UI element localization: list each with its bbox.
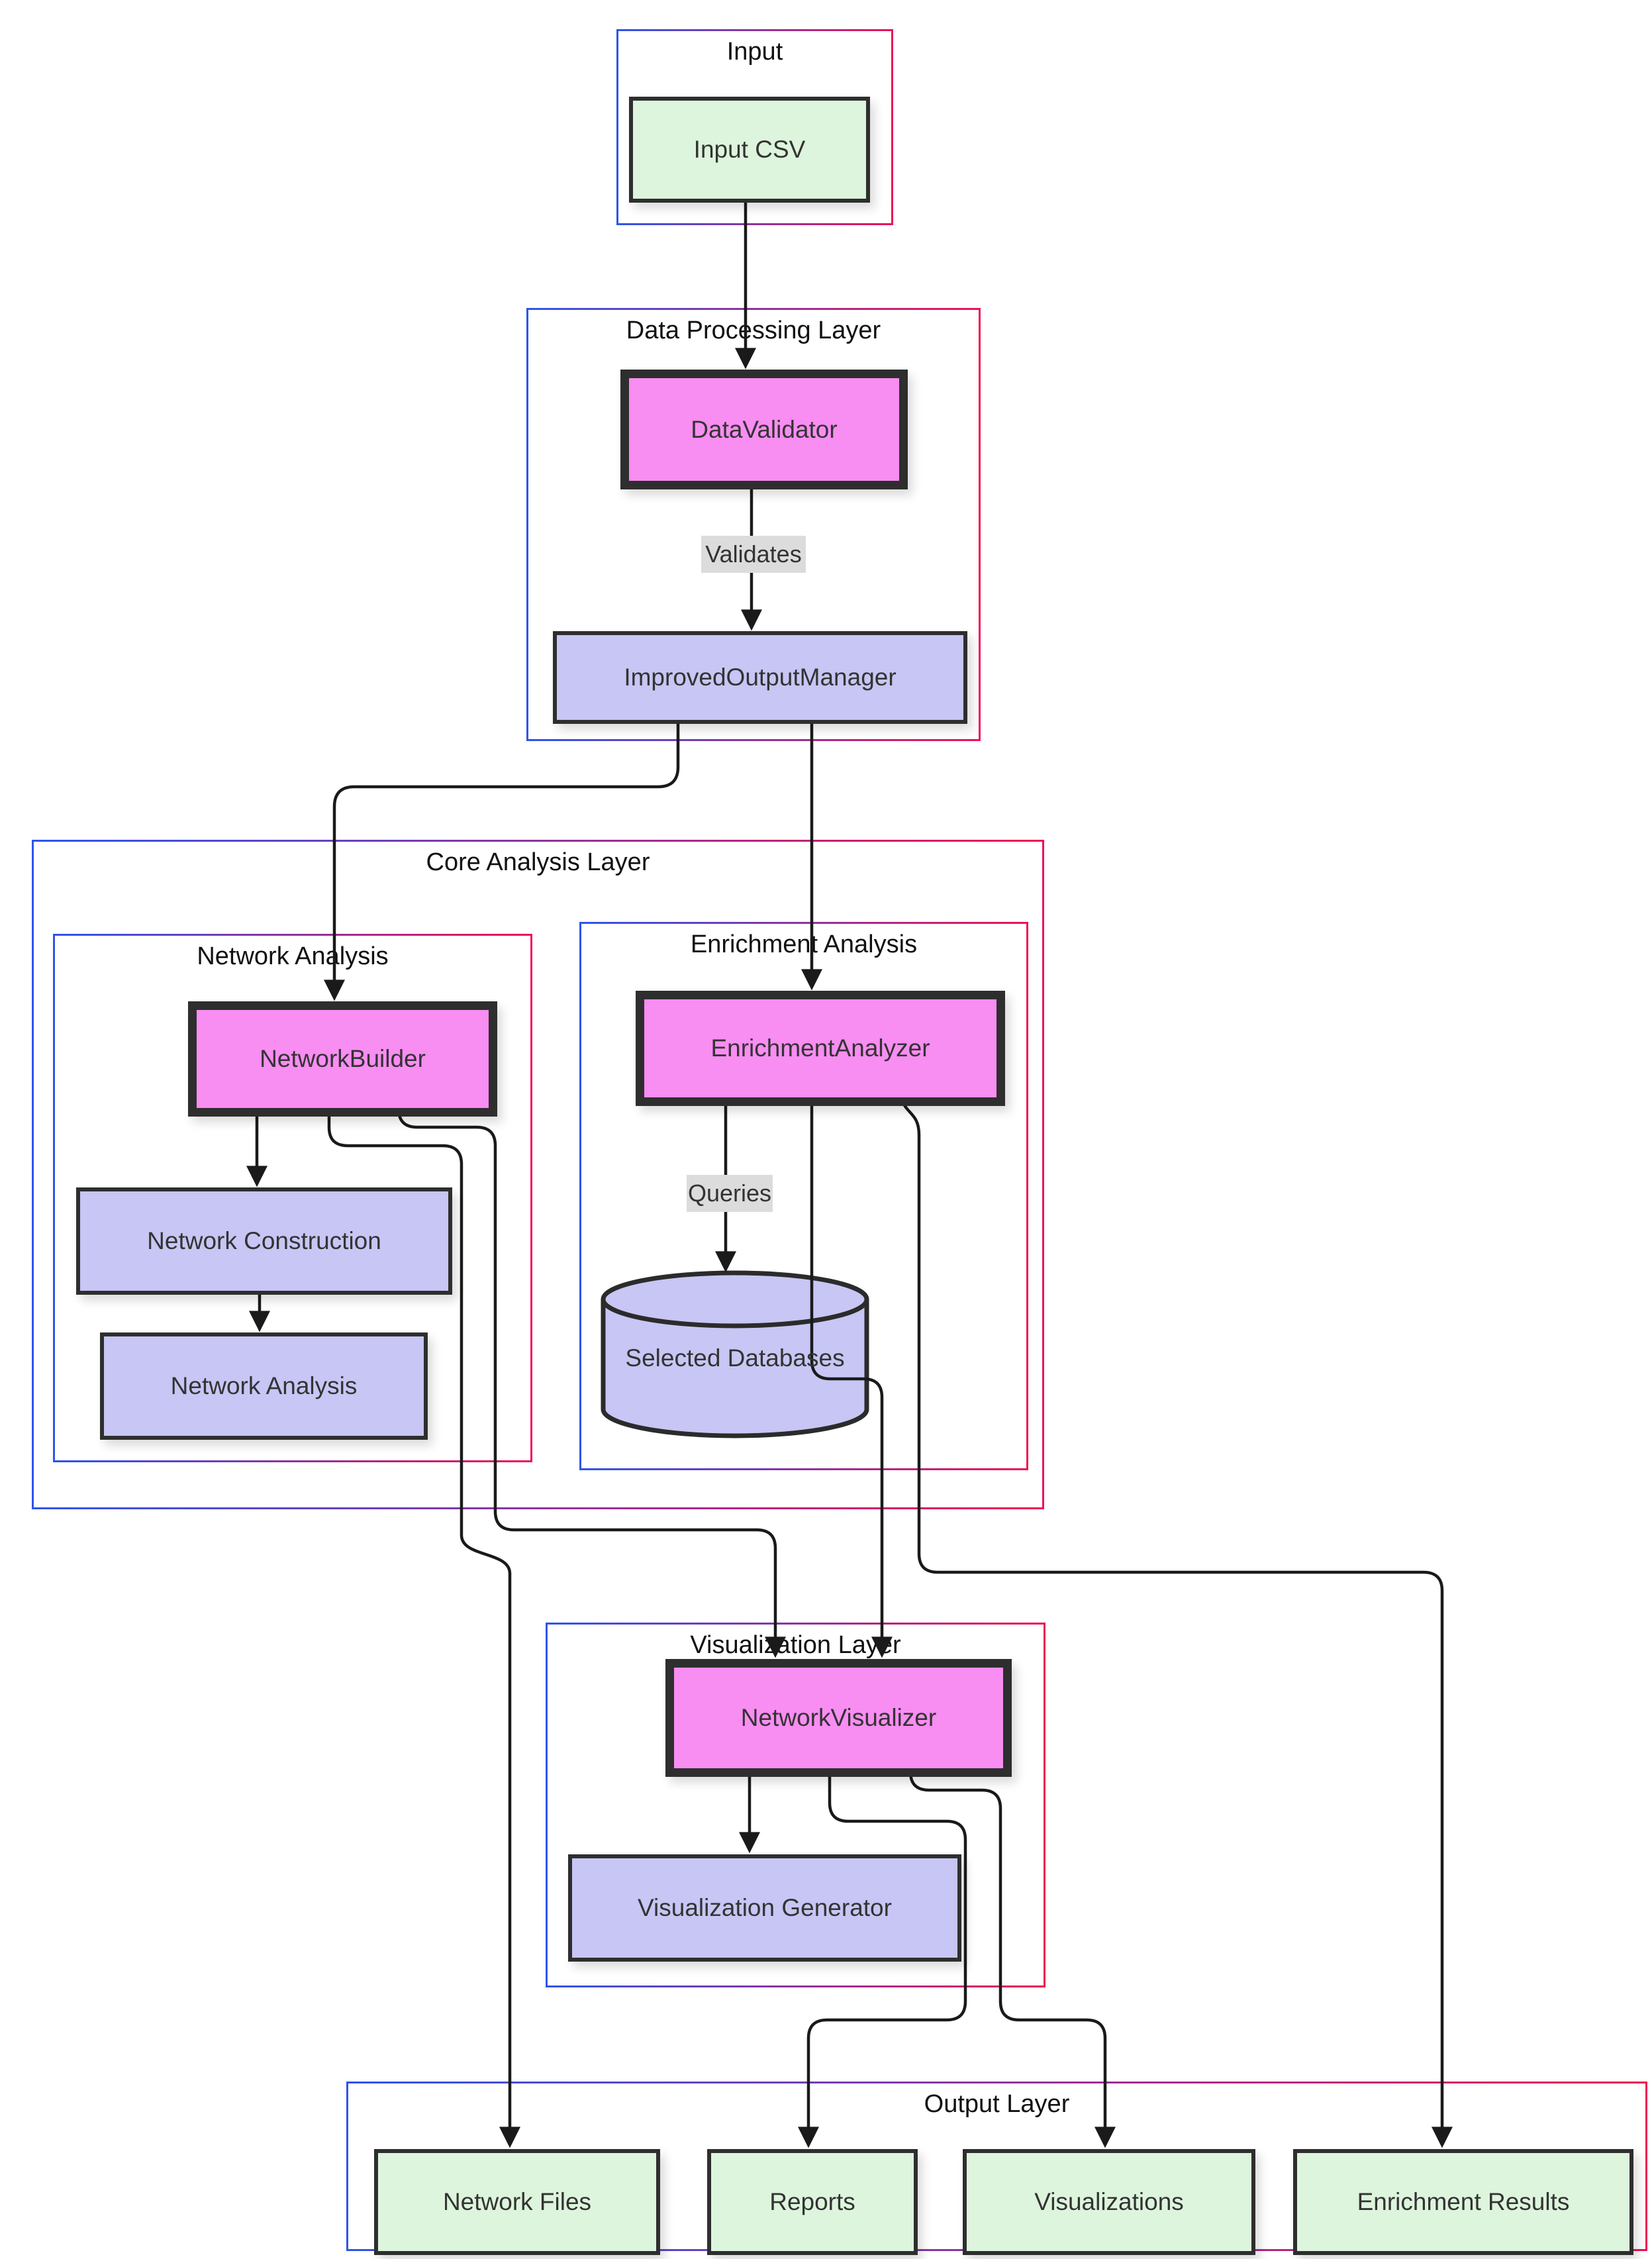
cluster-network-analysis-title: Network Analysis [197,942,389,970]
cluster-output-layer-title: Output Layer [924,2090,1070,2118]
cluster-data-processing-layer-title: Data Processing Layer [626,317,881,344]
node-input-csv: Input CSV [629,97,870,203]
node-visualizations: Visualizations [963,2149,1255,2255]
edge-networkbuilder-networkvisualizer [397,1099,786,1658]
node-data-validator: DataValidator [620,370,908,489]
edge-enrichmentanalyzer-enrichmentresults [899,1088,1453,2148]
edge-label-queries: Queries [687,1175,773,1212]
node-network-construction: Network Construction [76,1187,452,1295]
edge-paths [246,195,1453,2148]
node-network-visualizer: NetworkVisualizer [665,1659,1012,1777]
node-improved-output-manager: ImprovedOutputManager [553,631,967,724]
node-enrichment-results: Enrichment Results [1293,2149,1633,2255]
node-reports: Reports [707,2149,918,2255]
cluster-input-title: Input [726,38,783,66]
edge-networkbuilder-networkfiles [327,1099,520,2148]
cluster-enrichment-analysis-title: Enrichment Analysis [690,930,918,958]
cluster-core-analysis-layer-title: Core Analysis Layer [426,848,650,876]
edge-networkvisualizer-reports [798,1760,967,2148]
node-network-analysis: Network Analysis [100,1332,428,1440]
node-selected-databases-label: Selected Databases [625,1344,845,1372]
cluster-visualization-layer-title: Visualization Layer [690,1631,901,1659]
edge-label-validates: Validates [701,536,806,573]
node-visualization-generator: Visualization Generator [568,1854,961,1962]
edge-networkvisualizer-visualizations [908,1760,1116,2148]
node-enrichment-analyzer: EnrichmentAnalyzer [636,991,1005,1106]
node-network-builder: NetworkBuilder [188,1001,497,1117]
edge-iom-networkbuilder [324,716,680,1001]
edge-enrichmentanalyzer-networkvisualizer [810,1089,893,1658]
node-network-files: Network Files [374,2149,660,2255]
selected-databases-cylinder [601,1270,869,1438]
